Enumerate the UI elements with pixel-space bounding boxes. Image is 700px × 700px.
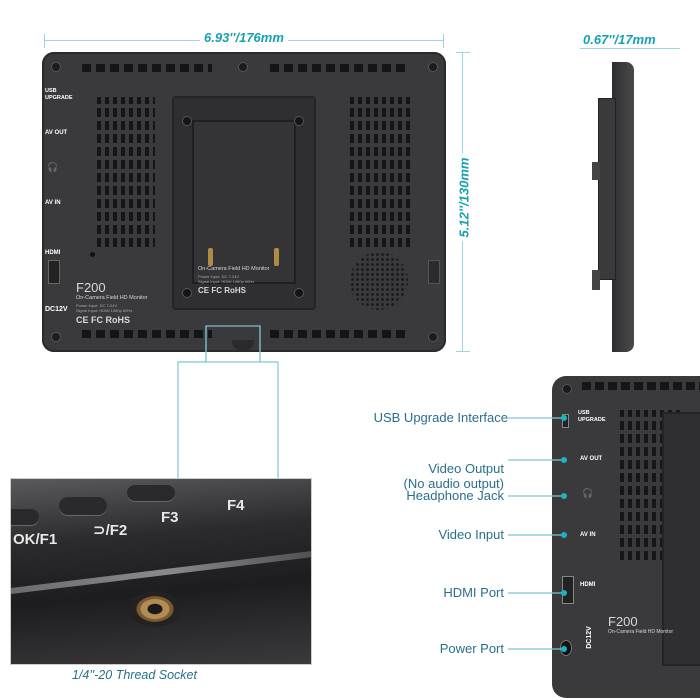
closeup-panel: OK/F1 ⊃/F2 F3 F4 bbox=[10, 478, 312, 665]
screw-icon bbox=[51, 332, 61, 342]
callout-dot bbox=[561, 646, 567, 652]
top-vent-left bbox=[82, 64, 212, 72]
screw-icon bbox=[562, 384, 572, 394]
thread-socket-caption: 1/4''-20 Thread Socket bbox=[72, 668, 197, 682]
side-back-plate bbox=[598, 98, 616, 280]
width-dimension-tick-right bbox=[443, 34, 444, 48]
depth-dimension-label: 0.67''/17mm bbox=[580, 32, 659, 47]
callout-dot bbox=[561, 532, 567, 538]
callout-headphone: Headphone Jack bbox=[406, 488, 504, 503]
detail-usb-port bbox=[562, 414, 569, 428]
detail-panel: USB UPGRADE AV OUT 🎧 AV IN HDMI F200 On-… bbox=[552, 376, 700, 698]
speaker-grille bbox=[350, 252, 408, 310]
plate-spec-2: Signal Input: HDMI 1080p 60Hz bbox=[198, 279, 255, 284]
dc12v-label: DC12V bbox=[45, 306, 68, 313]
height-dimension-tick-top bbox=[456, 52, 470, 53]
button-label-ok-f1: OK/F1 bbox=[13, 531, 58, 548]
side-bottom-tab bbox=[592, 270, 600, 290]
plate-certs: CE FC RoHS bbox=[198, 286, 246, 295]
closeup-button bbox=[11, 509, 39, 525]
width-dimension-label: 6.93''/176mm bbox=[200, 30, 288, 45]
screw-icon bbox=[294, 116, 304, 126]
spec-line-2: Signal Input: HDMI 1080p 60Hz bbox=[76, 308, 133, 313]
av-in-label: AV IN bbox=[45, 200, 61, 206]
plate-pin-left bbox=[208, 248, 213, 266]
screw-icon bbox=[428, 62, 438, 72]
callout-video-output: Video Output (No audio output) bbox=[404, 446, 504, 491]
detail-top-vent bbox=[582, 382, 700, 390]
callout-label: Video Input bbox=[438, 527, 504, 542]
detail-hdmi-label: HDMI bbox=[580, 582, 596, 588]
detail-usb-label: USB UPGRADE bbox=[578, 410, 606, 423]
monitor-back-view: On-Camera Field HD Monitor Power Input: … bbox=[42, 52, 446, 352]
callout-label: Headphone Jack bbox=[406, 488, 504, 503]
detail-avout-label: AV OUT bbox=[580, 456, 603, 462]
screw-icon bbox=[182, 288, 192, 298]
callout-usb-upgrade: USB Upgrade Interface bbox=[374, 410, 508, 425]
screw-icon bbox=[294, 288, 304, 298]
callout-label: Power Port bbox=[439, 641, 504, 656]
bottom-vent-right bbox=[270, 330, 410, 338]
plate-pin-right bbox=[274, 248, 279, 266]
callout-label: HDMI Port bbox=[443, 585, 504, 600]
closeup-button bbox=[59, 497, 107, 515]
callout-label: USB Upgrade Interface bbox=[373, 410, 508, 425]
callout-dot bbox=[561, 457, 567, 463]
screw-icon bbox=[182, 116, 192, 126]
screw-icon bbox=[428, 332, 438, 342]
hdmi-port bbox=[48, 260, 60, 284]
callout-dot bbox=[561, 415, 567, 421]
height-dimension-tick-bottom bbox=[456, 351, 470, 352]
button-label-f3: F3 bbox=[161, 509, 179, 526]
side-bezel bbox=[612, 62, 634, 352]
hdmi-label: HDMI bbox=[45, 250, 61, 256]
detail-headphone-icon: 🎧 bbox=[582, 488, 594, 498]
callout-dot bbox=[561, 493, 567, 499]
model-label: F200 bbox=[76, 280, 106, 295]
button-label-f2: ⊃/F2 bbox=[93, 522, 128, 539]
callout-label: Video Output (No audio output) bbox=[403, 461, 504, 491]
side-latch bbox=[428, 260, 440, 284]
callout-dot bbox=[561, 590, 567, 596]
plate-subtitle: On-Camera Field HD Monitor bbox=[198, 266, 270, 272]
detail-subtitle: On-Camera Field HD Monitor bbox=[608, 629, 674, 635]
thread-socket-bump bbox=[232, 340, 254, 350]
top-vent-right bbox=[270, 64, 410, 72]
spec-line-1: Power Input: DC 7-24V bbox=[76, 303, 118, 308]
detail-avin-label: AV IN bbox=[580, 532, 596, 538]
plate-spec-1: Power Input: DC 7-24V bbox=[198, 274, 240, 279]
button-label-f4: F4 bbox=[227, 497, 245, 514]
callout-hdmi-port: HDMI Port bbox=[443, 585, 504, 600]
depth-dimension-line bbox=[580, 48, 680, 49]
mini-hole bbox=[90, 252, 95, 257]
battery-plate: On-Camera Field HD Monitor Power Input: … bbox=[172, 96, 316, 310]
usb-upgrade-label: USB UPGRADE bbox=[45, 88, 73, 101]
callout-video-input: Video Input bbox=[438, 527, 504, 542]
bottom-vent-left bbox=[82, 330, 212, 338]
callout-power-port: Power Port bbox=[440, 641, 504, 656]
left-vent-grid bbox=[97, 97, 155, 247]
detail-battery-plate bbox=[662, 412, 700, 666]
headphone-icon: 🎧 bbox=[47, 162, 59, 172]
model-subtitle: On-Camera Field HD Monitor bbox=[76, 295, 148, 301]
detail-model: F200 bbox=[608, 614, 638, 629]
screw-icon bbox=[51, 62, 61, 72]
screw-icon bbox=[238, 62, 248, 72]
certs-label: CE FC RoHS bbox=[76, 315, 130, 325]
detail-hdmi-port bbox=[562, 576, 574, 604]
thread-socket-icon bbox=[129, 591, 181, 627]
side-small-tab bbox=[592, 162, 600, 180]
right-vent-grid bbox=[350, 97, 410, 247]
monitor-side-view bbox=[592, 62, 636, 352]
closeup-button bbox=[127, 485, 175, 501]
av-out-label: AV OUT bbox=[45, 130, 68, 136]
width-dimension-tick-left bbox=[44, 34, 45, 48]
